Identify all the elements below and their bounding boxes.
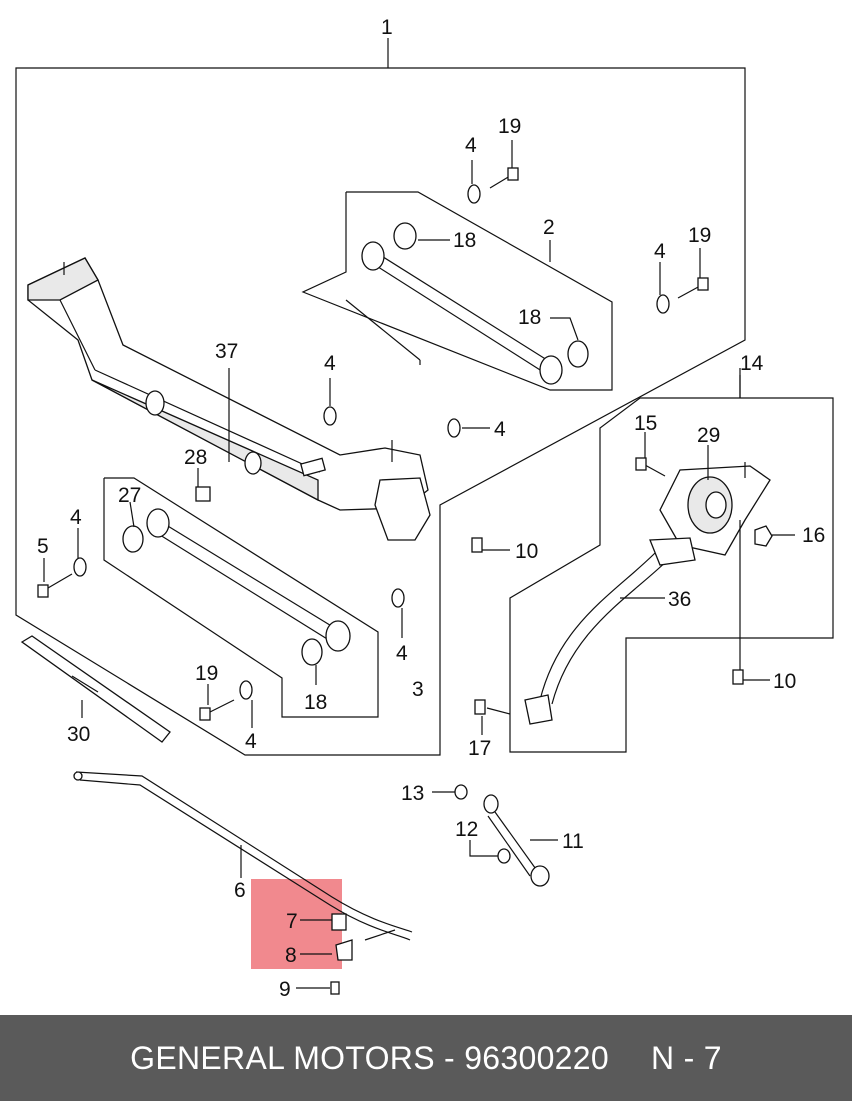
callout-5: 5 [37, 535, 49, 558]
callout-18: 18 [304, 691, 327, 714]
callout-29: 29 [697, 424, 720, 447]
callout-19: 19 [195, 662, 218, 685]
callout-7: 7 [286, 910, 298, 933]
bar-30 [20, 635, 171, 743]
washers-4 [73, 184, 670, 700]
crossmember-37 [27, 257, 431, 541]
callout-37: 37 [215, 340, 238, 363]
group-1-outline [15, 38, 746, 756]
callout-3: 3 [412, 678, 424, 701]
footer-brand: GENERAL MOTORS [130, 1039, 435, 1076]
footer-page: N - 7 [650, 1039, 722, 1076]
callout-28: 28 [184, 446, 207, 469]
link-arm-2 [361, 222, 589, 385]
link-arm-3 [122, 508, 351, 666]
callout-labels: 1 4 19 18 2 4 19 18 37 4 4 14 15 29 28 2… [37, 16, 825, 1001]
callout-4: 4 [654, 240, 666, 263]
stabilizer-bar-6 [73, 771, 413, 995]
callout-10: 10 [515, 540, 538, 563]
callout-17: 17 [468, 737, 491, 760]
callout-27: 27 [118, 484, 141, 507]
footer-separator: - [434, 1039, 465, 1076]
callout-4: 4 [396, 642, 408, 665]
group-14-outline [509, 368, 834, 753]
callout-36: 36 [668, 588, 691, 611]
exploded-parts-diagram: 1 4 19 18 2 4 19 18 37 4 4 14 15 29 28 2… [15, 16, 834, 1001]
callout-12: 12 [455, 818, 478, 841]
callout-15: 15 [634, 412, 657, 435]
callout-11: 11 [562, 830, 584, 853]
callout-4: 4 [494, 418, 506, 441]
callout-1: 1 [381, 16, 393, 39]
group-3-outline [103, 477, 379, 718]
callout-16: 16 [802, 524, 825, 547]
callout-4: 4 [245, 730, 257, 753]
callout-18: 18 [453, 229, 476, 252]
callout-30: 30 [67, 723, 90, 746]
callout-8: 8 [285, 944, 297, 967]
callout-19: 19 [688, 224, 711, 247]
callout-4: 4 [324, 352, 336, 375]
callout-4: 4 [70, 506, 82, 529]
callout-10: 10 [773, 670, 796, 693]
callout-4: 4 [465, 134, 477, 157]
callout-9: 9 [279, 978, 291, 1001]
group-2-outline [301, 191, 613, 391]
leader-lines [43, 140, 795, 989]
bolts [37, 167, 773, 721]
callout-13: 13 [401, 782, 424, 805]
callout-2: 2 [543, 216, 555, 239]
footer-part-number: 96300220 [464, 1039, 609, 1076]
bracket-assembly-14 [524, 462, 771, 725]
callout-6: 6 [234, 879, 246, 902]
callout-18: 18 [518, 306, 541, 329]
footer-bar: GENERAL MOTORS - 96300220 N - 7 [0, 1015, 852, 1101]
callout-19: 19 [498, 115, 521, 138]
callout-14: 14 [740, 352, 764, 375]
